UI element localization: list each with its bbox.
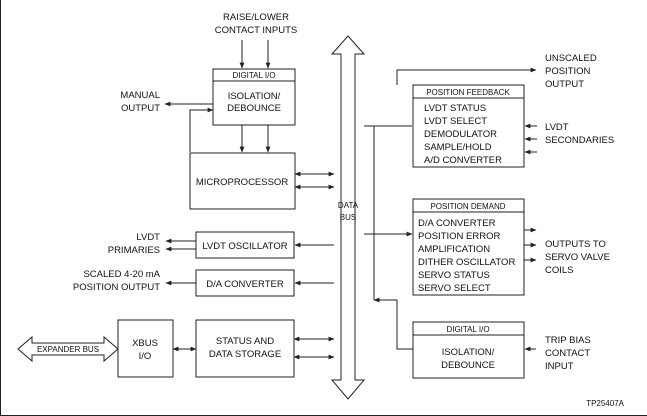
digital-io-to-bus-arrow xyxy=(373,297,413,350)
pd-line-1: D/A CONVERTER xyxy=(418,218,496,229)
digital-io-top-title: DIGITAL I/O xyxy=(232,71,275,80)
trip-bias-label-3: INPUT xyxy=(545,361,574,372)
pd-line-5: SERVO STATUS xyxy=(418,270,490,281)
pd-line-3: AMPLIFICATION xyxy=(418,244,490,255)
pf-line-3: DEMODULATOR xyxy=(424,129,497,140)
data-bus: DATA BUS xyxy=(330,35,366,400)
pd-line-6: SERVO SELECT xyxy=(418,283,491,294)
status-storage-label-1: STATUS AND xyxy=(216,336,274,347)
xbus-io-block: XBUS I/O xyxy=(117,319,174,378)
lvdt-secondaries-label-2: SECONDARIES xyxy=(545,135,614,146)
position-demand-block: POSITION DEMAND D/A CONVERTER POSITION E… xyxy=(412,198,525,296)
position-feedback-title: POSITION FEEDBACK xyxy=(426,88,510,97)
microprocessor-block: MICROPROCESSOR xyxy=(189,152,296,210)
microprocessor-label: MICROPROCESSOR xyxy=(196,177,289,188)
xbus-label-1: XBUS xyxy=(132,338,158,349)
lvdt-primaries-label-1: LVDT xyxy=(136,232,160,243)
figure-id: TP25407A xyxy=(586,399,624,408)
lvdt-oscillator-block: LVDT OSCILLATOR xyxy=(195,231,295,259)
scaled-output-label-2: POSITION OUTPUT xyxy=(73,282,160,293)
unscaled-output-arrow xyxy=(396,67,537,85)
digital-io-top-line-1: ISOLATION/ xyxy=(228,91,281,102)
pf-line-4: SAMPLE/HOLD xyxy=(424,142,492,153)
digital-io-top-block: DIGITAL I/O ISOLATION/ DEBOUNCE xyxy=(212,68,296,126)
status-storage-block: STATUS AND DATA STORAGE xyxy=(195,319,295,378)
status-storage-label-2: DATA STORAGE xyxy=(209,349,281,360)
bus-to-demand-arrow xyxy=(373,126,413,237)
manual-output-label-2: OUTPUT xyxy=(121,103,160,114)
position-feedback-block: POSITION FEEDBACK LVDT STATUS LVDT SELEC… xyxy=(412,84,525,168)
position-demand-title: POSITION DEMAND xyxy=(430,202,505,211)
servo-coils-label-3: COILS xyxy=(545,265,574,276)
da-converter-block: D/A CONVERTER xyxy=(195,269,295,297)
pf-line-1: LVDT STATUS xyxy=(424,103,486,114)
xbus-label-2: I/O xyxy=(139,351,152,362)
raise-lower-label-1: RAISE/LOWER xyxy=(223,12,289,23)
digital-io-top-line-2: DEBOUNCE xyxy=(227,103,281,114)
unscaled-label-3: OUTPUT xyxy=(545,79,584,90)
expander-bus-arrow: EXPANDER BUS xyxy=(17,335,119,363)
digital-io-bottom-block: DIGITAL I/O ISOLATION/ DEBOUNCE xyxy=(412,321,525,379)
data-bus-label-1: DATA xyxy=(338,201,359,210)
unscaled-label-1: UNSCALED xyxy=(545,53,597,64)
lvdt-oscillator-label: LVDT OSCILLATOR xyxy=(202,241,287,252)
raise-lower-label-2: CONTACT INPUTS xyxy=(215,25,298,36)
pf-line-5: A/D CONVERTER xyxy=(424,155,502,166)
trip-bias-label-2: CONTACT xyxy=(545,348,590,359)
pd-line-2: POSITION ERROR xyxy=(418,231,500,242)
trip-bias-label-1: TRIP BIAS xyxy=(545,335,591,346)
da-converter-label: D/A CONVERTER xyxy=(206,279,284,290)
servo-coils-label-2: SERVO VALVE xyxy=(545,252,610,263)
digital-io-bottom-line-2: DEBOUNCE xyxy=(441,360,495,371)
lvdt-primaries-label-2: PRIMARIES xyxy=(108,245,160,256)
expander-bus-label: EXPANDER BUS xyxy=(37,345,99,354)
data-bus-label-2: BUS xyxy=(340,213,356,222)
micro-to-dio-feedback xyxy=(189,107,214,152)
manual-output-label-1: MANUAL xyxy=(120,90,160,101)
digital-io-bottom-line-1: ISOLATION/ xyxy=(442,347,495,358)
scaled-output-label-1: SCALED 4-20 mA xyxy=(83,269,160,280)
unscaled-label-2: POSITION xyxy=(545,66,591,77)
pd-line-4: DITHER OSCILLATOR xyxy=(418,257,515,268)
servo-coils-label-1: OUTPUTS TO xyxy=(545,239,606,250)
lvdt-secondaries-label-1: LVDT xyxy=(545,122,569,133)
pf-line-2: LVDT SELECT xyxy=(424,116,487,127)
digital-io-bottom-title: DIGITAL I/O xyxy=(446,325,489,334)
